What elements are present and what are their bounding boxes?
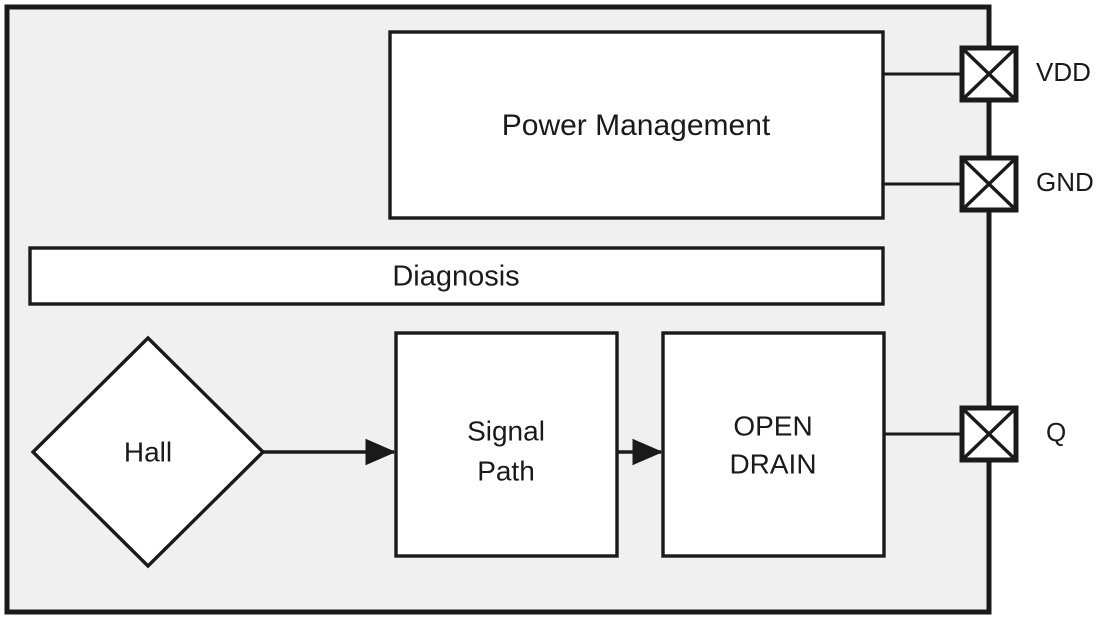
q-pad-cross-icon-2 <box>960 406 1018 462</box>
vdd-pad-cross-icon-2 <box>960 46 1018 102</box>
diagnosis-label: Diagnosis <box>392 261 519 293</box>
block-signal-path[interactable]: Signal Path <box>394 331 619 558</box>
pin-label-gnd: GND <box>1036 167 1094 197</box>
pin-pad-gnd[interactable] <box>959 155 1019 213</box>
gnd-pad-cross-icon-2 <box>960 156 1018 212</box>
hall-diamond[interactable] <box>30 335 266 569</box>
block-open-drain[interactable]: OPEN DRAIN <box>661 331 886 558</box>
open-drain-box[interactable] <box>661 331 886 558</box>
signal-path-box[interactable] <box>394 331 619 558</box>
signal-path-label-line2: Path <box>477 455 535 486</box>
hall-label: Hall <box>124 436 172 467</box>
signal-path-label-line1: Signal <box>467 415 545 446</box>
block-hall[interactable]: Hall <box>30 335 266 569</box>
pin-pad-q[interactable] <box>959 405 1019 463</box>
pin-label-vdd: VDD <box>1036 57 1091 87</box>
diagnosis-box[interactable] <box>28 246 885 306</box>
pin-label-q: Q <box>1046 417 1066 447</box>
power-management-label: Power Management <box>502 109 771 142</box>
block-diagnosis[interactable]: Diagnosis <box>28 246 885 306</box>
open-drain-label-line1: OPEN <box>733 410 812 441</box>
pin-pad-vdd[interactable] <box>959 45 1019 103</box>
power-management-box[interactable] <box>388 30 885 220</box>
open-drain-label-line2: DRAIN <box>729 448 816 479</box>
block-power-management[interactable]: Power Management <box>388 30 885 220</box>
